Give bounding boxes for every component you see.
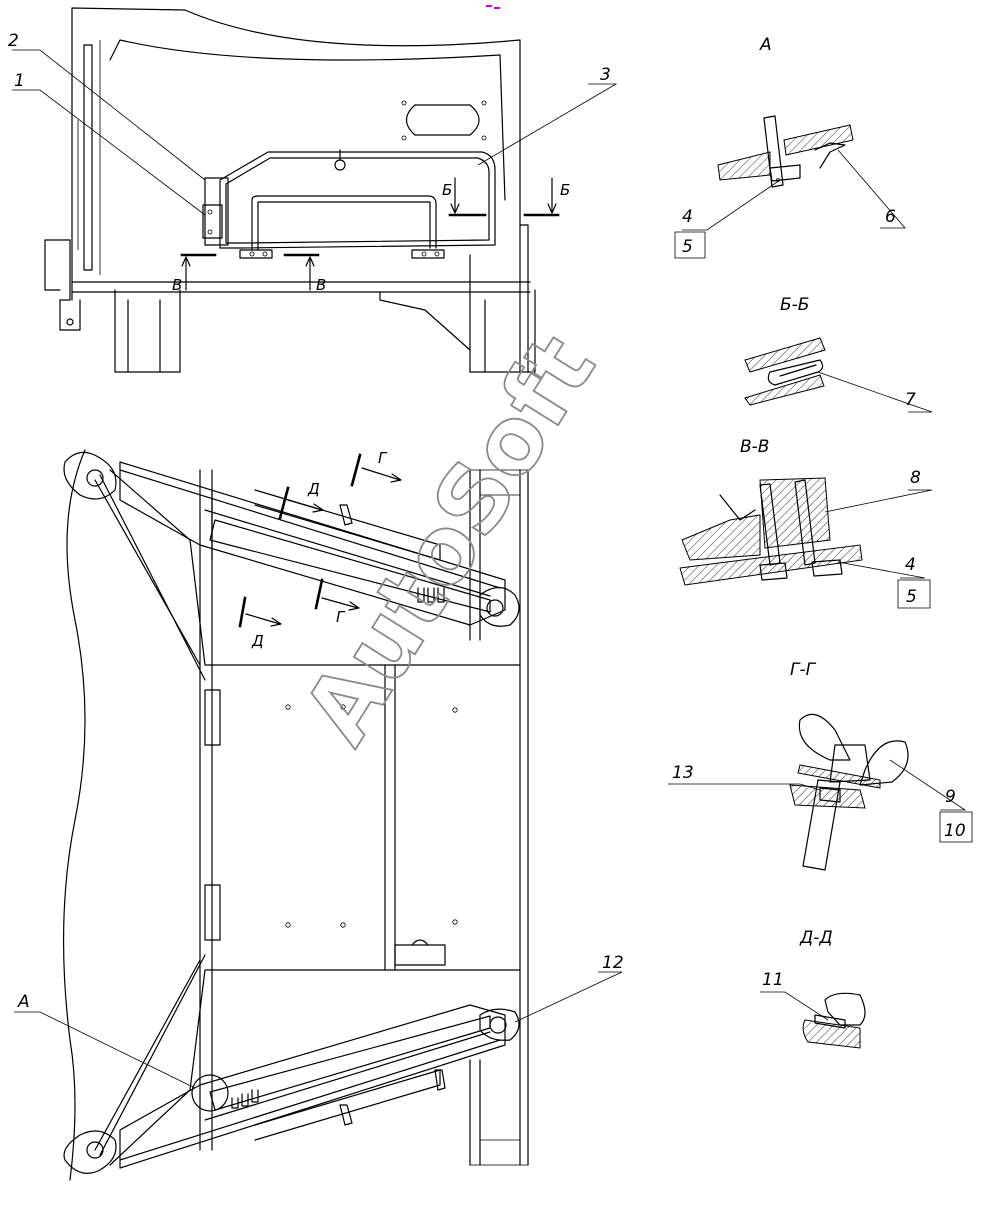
section-b-b: Б-Б 7 (744, 295, 933, 413)
view-title-g: Г-Г (790, 660, 817, 680)
cut-letter-d-2: Д (251, 632, 264, 650)
color-mark (486, 5, 500, 9)
section-g-g: Г-Г 13 9 10 (668, 660, 973, 871)
detail-a: А 4 5 6 (674, 35, 906, 259)
side-view: Б Б В В 2 1 3 (8, 7, 618, 373)
cut-letter-v-1: В (172, 276, 182, 294)
view-title-b: Б-Б (780, 295, 809, 315)
label-3: 3 (600, 65, 611, 85)
cut-letter-b-2: Б (560, 181, 570, 199)
label-2: 2 (8, 31, 19, 51)
label-d-11: 11 (762, 970, 784, 990)
view-title-v: В-В (740, 437, 769, 457)
section-d-d: Д-Д 11 (760, 928, 866, 1049)
view-title-d: Д-Д (799, 928, 833, 948)
cut-letter-g-1: Г (378, 449, 388, 467)
view-title-a: А (759, 35, 772, 55)
label-a-5: 5 (682, 237, 693, 257)
cut-letter-d-1: Д (307, 480, 320, 498)
label-a-6: 6 (885, 207, 896, 227)
label-v-5: 5 (906, 587, 917, 607)
cut-letter-v-2: В (316, 276, 326, 294)
label-g-10: 10 (944, 821, 966, 841)
watermark-text: AutoSoft (283, 317, 616, 762)
label-b-7: 7 (905, 390, 916, 410)
label-a-4: 4 (682, 207, 693, 227)
plan-view: А 12 Г Г Д Д (14, 449, 624, 1181)
cut-letter-b-1: Б (442, 181, 452, 199)
label-v-8: 8 (910, 468, 921, 488)
label-v-4: 4 (905, 555, 916, 575)
label-g-9: 9 (945, 787, 956, 807)
label-12: 12 (602, 953, 624, 973)
label-g-13: 13 (672, 763, 694, 783)
section-v-v: В-В 8 4 5 (679, 437, 933, 609)
detail-label-a: А (17, 992, 30, 1012)
cut-letter-g-2: Г (336, 608, 346, 626)
label-1: 1 (14, 71, 25, 91)
